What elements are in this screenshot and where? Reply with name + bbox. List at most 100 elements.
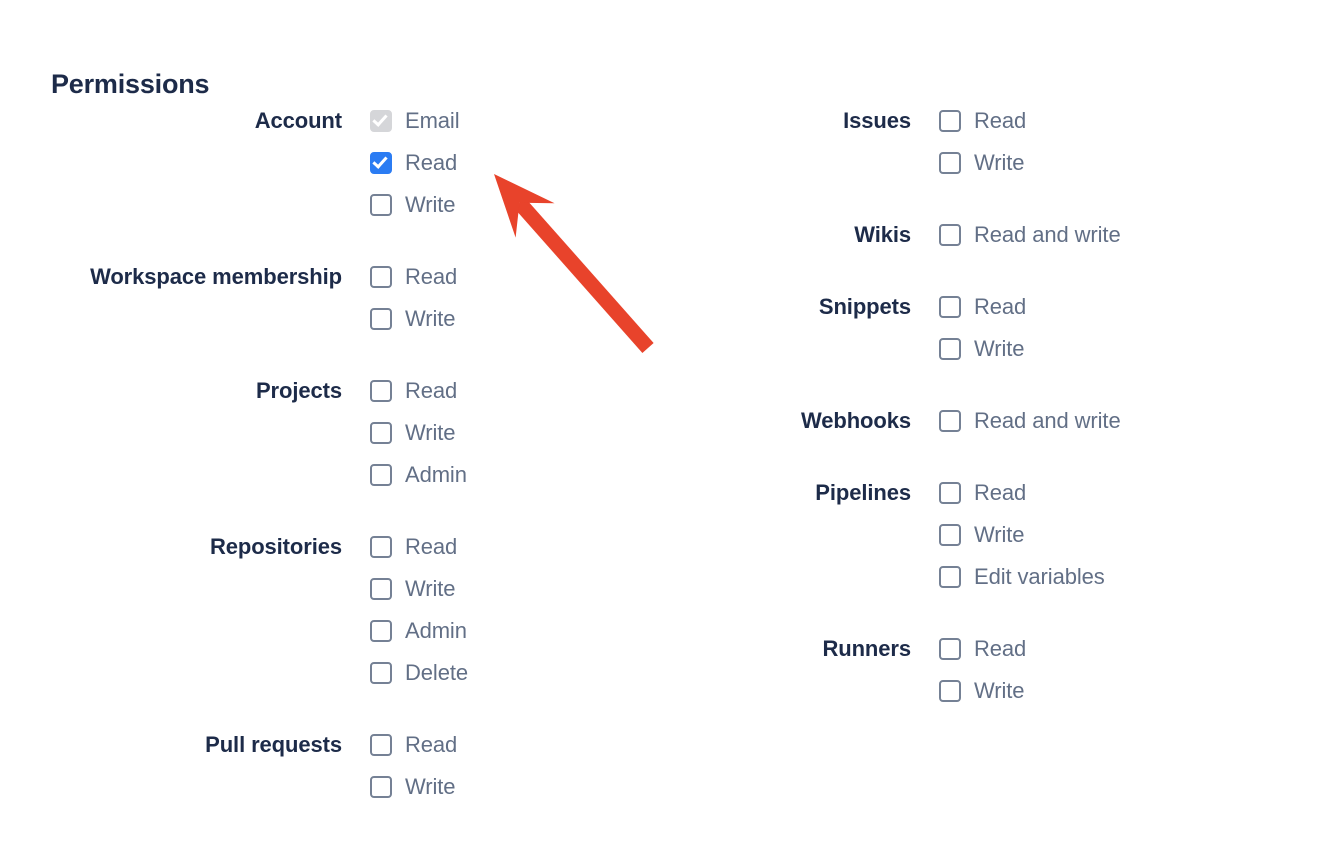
checkbox-runners-read[interactable] — [939, 638, 961, 660]
permission-option-row[interactable]: Write — [939, 514, 1322, 556]
checkbox-repositories-delete[interactable] — [370, 662, 392, 684]
permission-option-row[interactable]: Read — [939, 100, 1322, 142]
checkbox-repositories-read[interactable] — [370, 536, 392, 558]
permission-option-row[interactable]: Admin — [370, 454, 660, 496]
permission-option-row[interactable]: Admin — [370, 610, 660, 652]
checkbox-workspace-membership-read[interactable] — [370, 266, 392, 288]
permission-option-label: Write — [405, 192, 456, 217]
permission-option-row[interactable]: Read — [370, 142, 660, 184]
permission-option-row[interactable]: Write — [370, 412, 660, 454]
permission-option-label: Write — [405, 774, 456, 799]
permission-option-row[interactable]: Read — [370, 526, 660, 568]
checkbox-snippets-write[interactable] — [939, 338, 961, 360]
permission-option-label: Read — [405, 732, 458, 757]
checkbox-account-email — [370, 110, 392, 132]
permission-option-row[interactable]: Read and write — [939, 214, 1322, 256]
checkbox-webhooks-read-and-write[interactable] — [939, 410, 961, 432]
permission-options: Read and write — [911, 400, 1322, 442]
permission-option-row[interactable]: Write — [370, 568, 660, 610]
checkbox-projects-write[interactable] — [370, 422, 392, 444]
permission-option-label: Read — [405, 534, 458, 559]
permission-option-label: Read — [974, 480, 1027, 505]
permission-option-row[interactable]: Write — [370, 766, 660, 808]
permission-group-label: Runners — [822, 636, 911, 661]
checkbox-pipelines-write[interactable] — [939, 524, 961, 546]
permission-option-label: Write — [405, 576, 456, 601]
permission-option-label: Admin — [405, 462, 467, 487]
permission-option-label: Delete — [405, 660, 468, 685]
permission-option-row[interactable]: Read — [370, 724, 660, 766]
permission-group-label: Webhooks — [800, 408, 911, 433]
permission-group: Webhooks Read and write — [660, 400, 1322, 442]
checkbox-pipelines-read[interactable] — [939, 482, 961, 504]
checkbox-issues-read[interactable] — [939, 110, 961, 132]
permission-option-row[interactable]: Read — [939, 628, 1322, 670]
checkbox-wikis-read-and-write[interactable] — [939, 224, 961, 246]
permission-option-row[interactable]: Edit variables — [939, 556, 1322, 598]
checkbox-account-write[interactable] — [370, 194, 392, 216]
checkbox-snippets-read[interactable] — [939, 296, 961, 318]
permission-option-row[interactable]: Write — [370, 184, 660, 226]
permission-group-label: Issues — [843, 108, 911, 133]
permission-option-row[interactable]: Write — [939, 670, 1322, 712]
checkbox-repositories-admin[interactable] — [370, 620, 392, 642]
checkbox-projects-read[interactable] — [370, 380, 392, 402]
permission-option-label: Edit variables — [974, 564, 1105, 589]
permission-option-label: Write — [405, 420, 456, 445]
permission-group-label: Snippets — [818, 294, 911, 319]
permission-option-row[interactable]: Write — [370, 298, 660, 340]
permission-option-label: Read — [974, 294, 1027, 319]
permission-option-label: Read — [405, 150, 458, 175]
permission-option-label: Write — [974, 522, 1025, 547]
permission-option-row[interactable]: Read and write — [939, 400, 1322, 442]
permission-option-row[interactable]: Email — [370, 100, 660, 142]
permission-group-label: Projects — [255, 378, 342, 403]
permission-option-label: Write — [974, 336, 1025, 361]
permission-option-label: Read and write — [974, 408, 1121, 433]
permission-group-label: Pull requests — [205, 732, 342, 757]
checkbox-repositories-write[interactable] — [370, 578, 392, 600]
permission-option-row[interactable]: Read — [370, 256, 660, 298]
permission-option-label: Read — [974, 636, 1027, 661]
checkbox-issues-write[interactable] — [939, 152, 961, 174]
checkbox-account-read[interactable] — [370, 152, 392, 174]
permission-option-label: Read — [974, 108, 1027, 133]
permission-option-label: Email — [405, 108, 460, 133]
permission-option-row[interactable]: Write — [939, 328, 1322, 370]
permission-group-label: Repositories — [209, 534, 342, 559]
permission-option-row[interactable]: Read — [370, 370, 660, 412]
permission-group-label: Workspace membership — [90, 264, 342, 289]
permission-option-label: Write — [405, 306, 456, 331]
permission-option-row[interactable]: Read — [939, 286, 1322, 328]
permission-option-row[interactable]: Delete — [370, 652, 660, 694]
permission-option-label: Write — [974, 678, 1025, 703]
permission-option-row[interactable]: Write — [939, 142, 1322, 184]
checkbox-workspace-membership-write[interactable] — [370, 308, 392, 330]
permission-option-label: Read — [405, 378, 458, 403]
check-icon — [372, 153, 388, 169]
checkbox-pipelines-edit-variables[interactable] — [939, 566, 961, 588]
checkbox-pull-requests-write[interactable] — [370, 776, 392, 798]
permission-group-label: Account — [254, 108, 342, 133]
permission-group-label: Pipelines — [815, 480, 911, 505]
checkbox-runners-write[interactable] — [939, 680, 961, 702]
permission-option-row[interactable]: Read — [939, 472, 1322, 514]
checkbox-projects-admin[interactable] — [370, 464, 392, 486]
checkbox-pull-requests-read[interactable] — [370, 734, 392, 756]
